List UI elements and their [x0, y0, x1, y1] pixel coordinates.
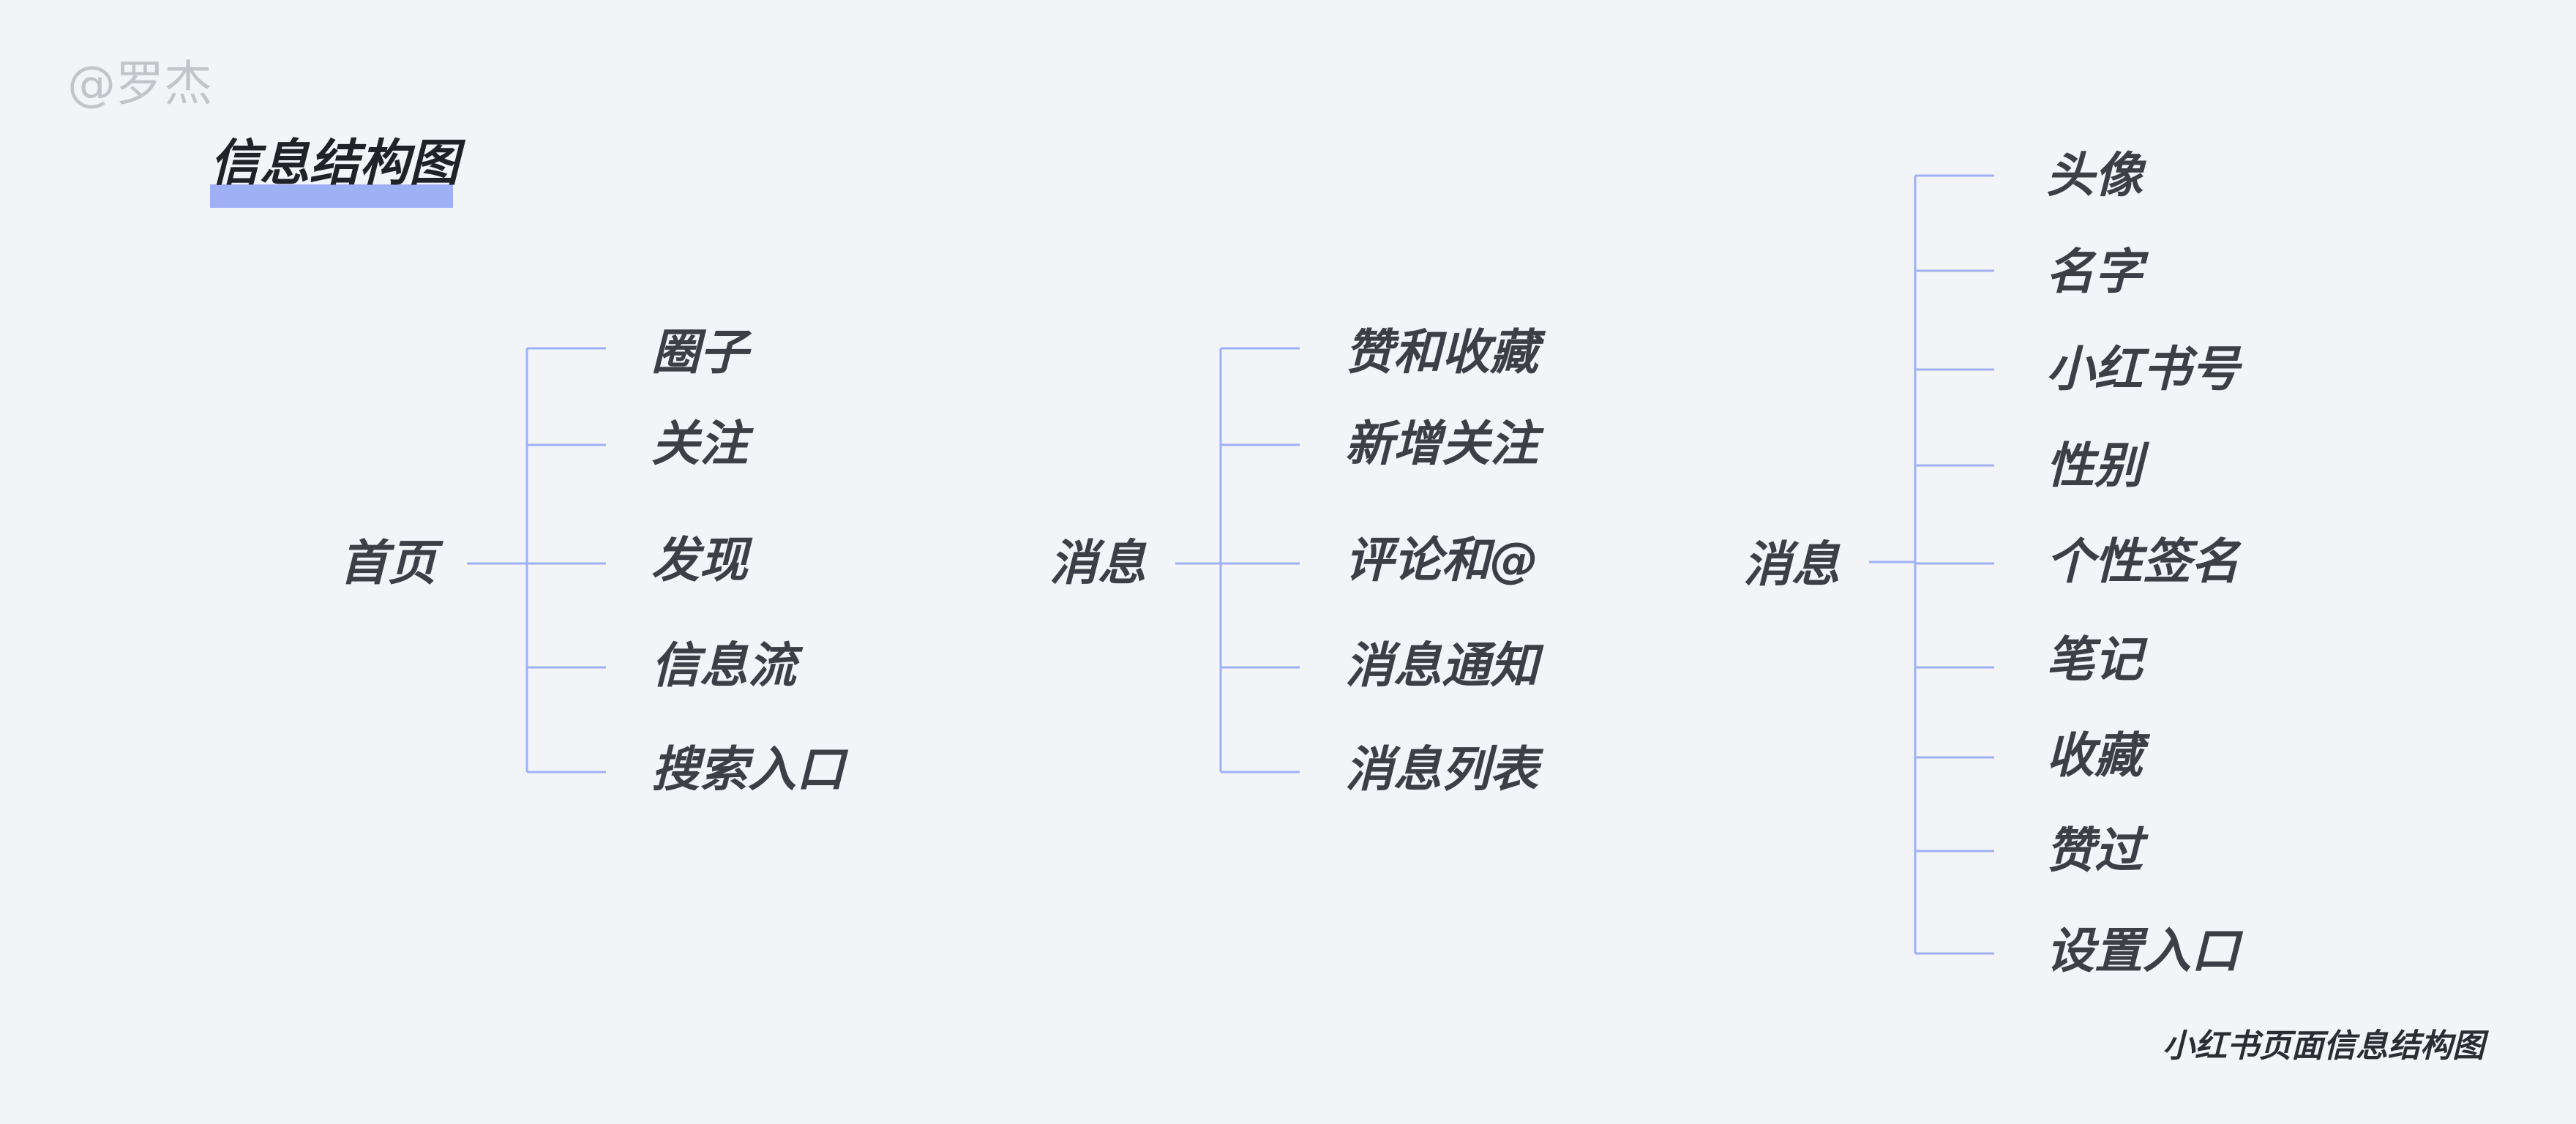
tree-3-child-1: 头像: [2046, 147, 2143, 203]
tree-3-root: 消息: [1743, 536, 1840, 593]
tree-2-child-3: 评论和@: [1345, 532, 1538, 588]
watermark: @罗杰: [67, 56, 212, 112]
tree-3-child-2: 名字: [2046, 244, 2143, 300]
tree-1-root: 首页: [340, 535, 436, 591]
tree-3-child-9: 设置入口: [2046, 923, 2239, 979]
tree-3-child-4: 性别: [2046, 438, 2143, 494]
tree-2-child-5: 消息列表: [1345, 741, 1538, 798]
tree-1-child-4: 信息流: [651, 637, 796, 694]
tree-1-child-5: 搜索入口: [651, 741, 845, 798]
title-highlight-bar: [210, 184, 453, 208]
caption: 小红书页面信息结构图: [2163, 1027, 2485, 1065]
tree-2-child-4: 消息通知: [1345, 637, 1538, 694]
tree-1-child-3: 发现: [651, 532, 748, 588]
page-title: 信息结构图: [210, 135, 460, 192]
tree-1-child-1: 圈子: [651, 324, 748, 381]
tree-3-child-7: 收藏: [2046, 727, 2143, 784]
tree-2-child-1: 赞和收藏: [1345, 324, 1538, 381]
tree-1-child-2: 关注: [651, 416, 748, 472]
title-block: 信息结构图: [210, 135, 460, 208]
tree-3-child-6: 笔记: [2046, 632, 2143, 688]
tree-2-root: 消息: [1049, 535, 1146, 591]
tree-3-child-5: 个性签名: [2046, 533, 2239, 590]
tree-2-child-2: 新增关注: [1345, 416, 1538, 472]
tree-3-child-3: 小红书号: [2046, 341, 2239, 397]
tree-3-child-8: 赞过: [2046, 823, 2143, 879]
